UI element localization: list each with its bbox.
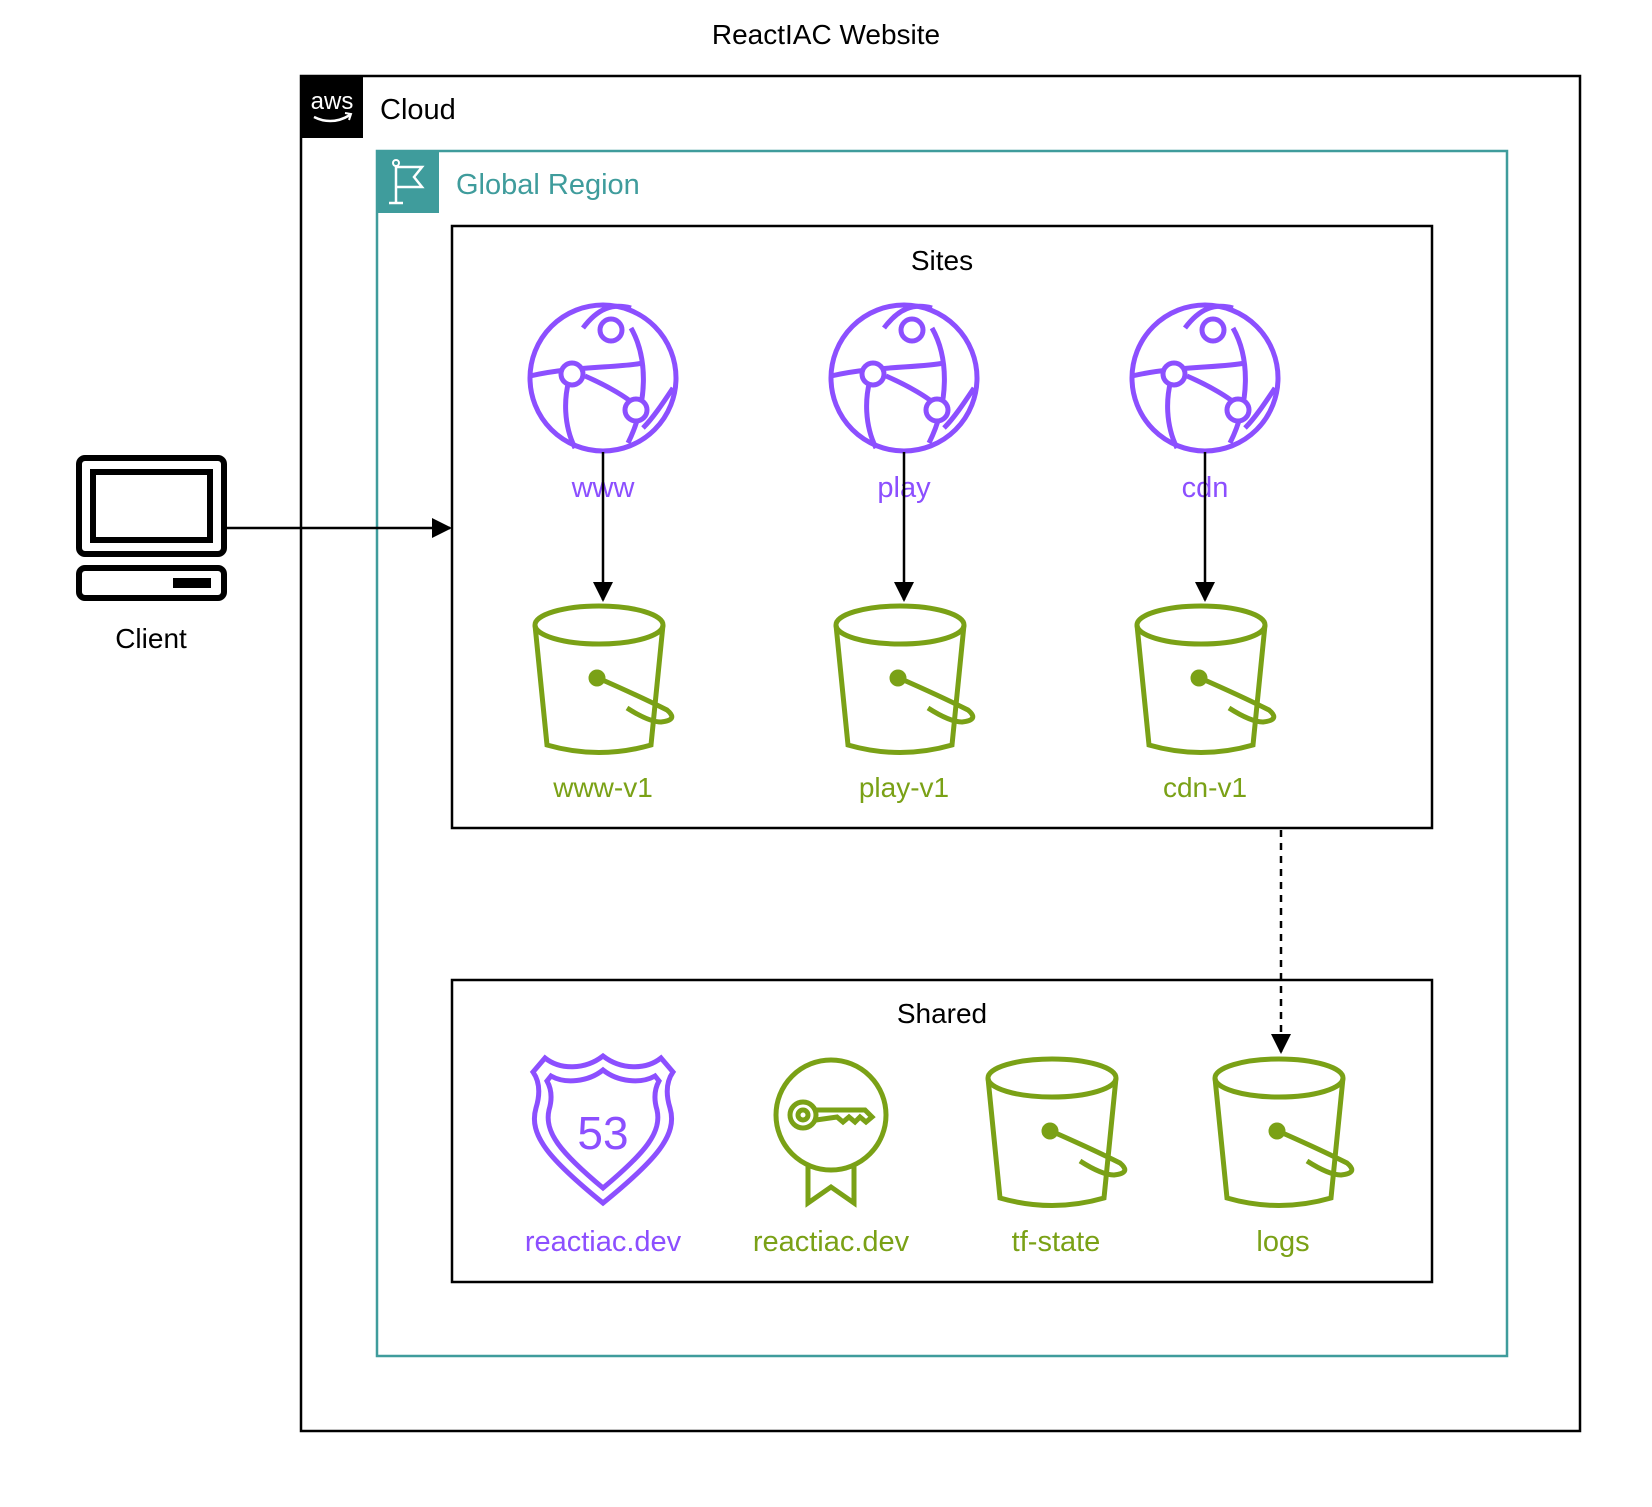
cloud-label: Cloud bbox=[380, 94, 456, 126]
region-label: Global Region bbox=[456, 169, 640, 201]
cloudfront-icon bbox=[530, 305, 676, 451]
route53-icon bbox=[529, 1052, 677, 1207]
shared-item-label: reactiac.dev bbox=[525, 1226, 682, 1258]
shared-route53: 53 reactiac.dev bbox=[525, 1052, 682, 1258]
s3-bucket-icon bbox=[988, 1059, 1125, 1206]
shared-item-label: logs bbox=[1256, 1226, 1309, 1258]
region-flag-icon bbox=[377, 151, 439, 213]
region-group bbox=[375, 149, 1509, 1358]
shared-item-label: tf-state bbox=[1012, 1226, 1101, 1258]
s3-bucket-icon bbox=[1137, 606, 1274, 753]
aws-logo-icon: aws bbox=[301, 76, 363, 138]
s3-bucket-icon bbox=[535, 606, 672, 753]
shared-group bbox=[450, 978, 1434, 1284]
bucket-label: cdn-v1 bbox=[1163, 772, 1247, 803]
cloud-group bbox=[299, 74, 1582, 1433]
client-label: Client bbox=[115, 623, 187, 654]
shared-item-label: reactiac.dev bbox=[753, 1226, 910, 1258]
bucket-cdn-v1: cdn-v1 bbox=[1137, 606, 1274, 803]
shared-logs: logs bbox=[1215, 1059, 1352, 1258]
diagram-title: ReactIAC Website bbox=[712, 19, 940, 50]
shared-tf-state: tf-state bbox=[988, 1059, 1125, 1258]
shared-certificate: reactiac.dev bbox=[753, 1057, 910, 1258]
client-computer-icon bbox=[76, 455, 227, 601]
route53-shield-number: 53 bbox=[577, 1107, 628, 1159]
s3-bucket-icon bbox=[836, 606, 973, 753]
cloudfront-icon bbox=[831, 305, 977, 451]
bucket-play-v1: play-v1 bbox=[836, 606, 973, 803]
certificate-manager-icon bbox=[773, 1057, 889, 1208]
svg-text:aws: aws bbox=[311, 88, 354, 115]
cloudfront-icon bbox=[1132, 305, 1278, 451]
bucket-label: play-v1 bbox=[859, 772, 949, 803]
shared-label: Shared bbox=[897, 998, 987, 1029]
sites-label: Sites bbox=[911, 245, 973, 276]
bucket-www-v1: www-v1 bbox=[535, 606, 672, 803]
s3-bucket-icon bbox=[1215, 1059, 1352, 1206]
sites-group bbox=[450, 224, 1434, 830]
bucket-label: www-v1 bbox=[552, 772, 653, 803]
